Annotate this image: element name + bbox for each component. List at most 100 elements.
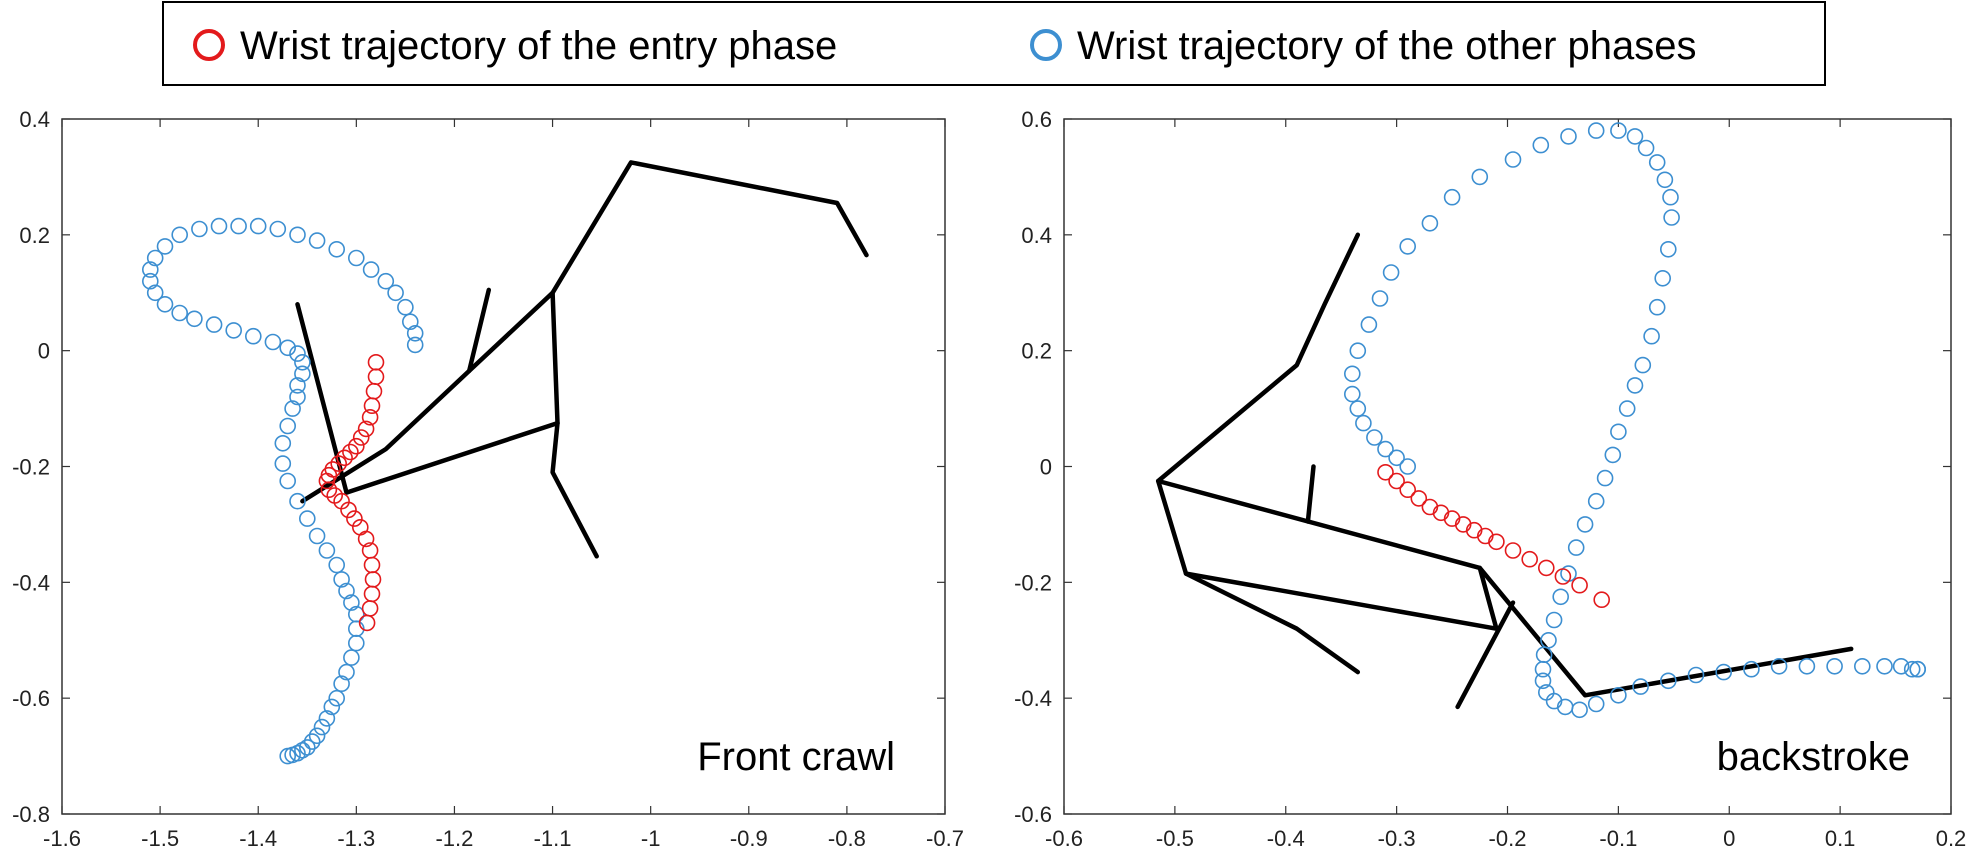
y-tick-label: -0.6 xyxy=(1014,802,1052,827)
other-phase-marker xyxy=(1532,136,1550,154)
y-tick-label: 0.2 xyxy=(1021,339,1052,364)
other-phase-marker xyxy=(1604,446,1622,464)
x-tick-label: -0.7 xyxy=(926,826,964,851)
other-phase-marker xyxy=(1534,660,1552,678)
entry-phase-marker xyxy=(1593,591,1610,609)
other-phase-marker xyxy=(279,747,297,765)
entry-phase-marker xyxy=(346,510,363,527)
other-phase-marker xyxy=(362,261,380,278)
entry-phase-marker xyxy=(1504,542,1522,559)
x-tick-label: -0.2 xyxy=(1489,826,1527,851)
other-phase-marker xyxy=(377,272,395,290)
other-phase-marker xyxy=(328,689,346,707)
other-phase-marker xyxy=(171,226,188,244)
entry-phase-marker xyxy=(363,397,381,415)
other-phase-marker xyxy=(1654,269,1671,287)
other-phase-marker xyxy=(1643,327,1660,345)
y-tick-label: -0.4 xyxy=(1014,686,1052,711)
entry-phase-marker xyxy=(1554,568,1572,585)
other-phase-marker xyxy=(264,333,282,351)
other-phase-marker xyxy=(1876,657,1893,675)
other-phase-marker xyxy=(1552,588,1569,606)
other-phase-marker xyxy=(308,727,326,745)
plot-area-frame xyxy=(61,118,946,815)
other-phase-marker xyxy=(1545,611,1563,629)
other-phase-marker xyxy=(289,388,306,406)
other-phase-marker xyxy=(186,310,203,328)
legend-label-other: Wrist trajectory of the other phases xyxy=(1077,24,1697,68)
other-phase-marker xyxy=(1909,660,1926,678)
y-tick-label: 0.6 xyxy=(1021,107,1052,132)
y-tick-label: 0.4 xyxy=(19,107,50,132)
other-phase-marker xyxy=(1632,678,1649,695)
y-tick-label: -0.6 xyxy=(12,686,50,711)
other-phase-marker xyxy=(1618,400,1636,417)
panel-title-front-crawl: Front crawl xyxy=(697,735,895,779)
entry-phase-marker xyxy=(342,443,359,461)
other-phase-marker xyxy=(1567,539,1585,556)
axis-ticks: -1.6-1.5-1.4-1.3-1.2-1.1-1-0.9-0.8-0.7-0… xyxy=(12,107,964,851)
other-phase-marker xyxy=(156,295,174,313)
other-phase-marker xyxy=(1576,516,1594,533)
y-tick-label: -0.4 xyxy=(12,570,50,595)
other-phase-marker xyxy=(1798,657,1816,675)
other-phase-marker xyxy=(1687,666,1705,684)
other-phase-marker xyxy=(1634,356,1652,374)
x-tick-label: 0.1 xyxy=(1825,826,1856,851)
other-phase-marker xyxy=(1560,128,1577,145)
other-phase-marker xyxy=(308,232,326,249)
y-tick-label: 0 xyxy=(38,339,50,364)
x-tick-label: -0.8 xyxy=(828,826,866,851)
other-phase-marker xyxy=(328,556,346,574)
other-phase-marker xyxy=(269,220,287,238)
entry-phase-marker xyxy=(1410,490,1428,507)
series-entry-phase xyxy=(318,353,385,632)
legend: Wrist trajectory of the entry phase Wris… xyxy=(162,1,1826,86)
other-phase-marker xyxy=(338,663,355,681)
other-phase-marker xyxy=(343,649,360,666)
other-phase-marker xyxy=(1587,122,1605,139)
other-phase-marker xyxy=(1743,660,1760,678)
other-phase-marker xyxy=(1660,672,1677,690)
other-phase-marker xyxy=(1355,414,1372,432)
other-phase-marker xyxy=(333,571,350,588)
other-phase-marker xyxy=(1770,657,1788,675)
other-phase-marker xyxy=(1715,663,1732,681)
other-phase-marker xyxy=(323,698,341,716)
x-tick-label: 0.2 xyxy=(1936,826,1967,851)
x-tick-label: -1.5 xyxy=(141,826,179,851)
other-phase-marker xyxy=(1371,290,1389,307)
skeleton-segment xyxy=(1305,464,1316,524)
entry-phase-marker xyxy=(1488,533,1505,551)
y-tick-label: -0.2 xyxy=(1014,570,1052,595)
other-phase-marker xyxy=(191,220,208,238)
other-phase-marker xyxy=(230,217,247,235)
x-tick-label: -0.9 xyxy=(730,826,768,851)
body-skeleton xyxy=(295,160,869,559)
other-phase-marker xyxy=(1471,168,1489,186)
entry-phase-marker xyxy=(357,530,375,548)
other-phase-marker xyxy=(1349,400,1367,417)
other-phase-marker xyxy=(303,733,321,750)
other-phase-marker xyxy=(1892,657,1910,675)
entry-phase-marker xyxy=(347,437,365,455)
other-phase-marker xyxy=(1349,342,1367,360)
series-other-phases xyxy=(1344,122,1926,719)
entry-phase-marker xyxy=(1388,472,1405,490)
entry-phase-marker xyxy=(352,429,370,446)
other-phase-marker xyxy=(387,284,404,302)
other-phase-marker xyxy=(146,284,164,302)
other-phase-marker xyxy=(1610,686,1627,704)
entry-phase-marker xyxy=(318,472,336,490)
other-phase-marker xyxy=(1626,377,1644,394)
x-tick-label: -1.6 xyxy=(43,826,81,851)
other-phase-marker xyxy=(1656,171,1674,189)
other-phase-marker xyxy=(142,272,159,290)
x-tick-label: -1 xyxy=(641,826,661,851)
x-tick-label: -0.1 xyxy=(1599,826,1637,851)
skeleton-segment xyxy=(295,302,560,495)
other-phase-marker xyxy=(1903,660,1921,678)
other-phase-marker xyxy=(171,304,188,322)
other-phase-marker xyxy=(397,298,414,316)
